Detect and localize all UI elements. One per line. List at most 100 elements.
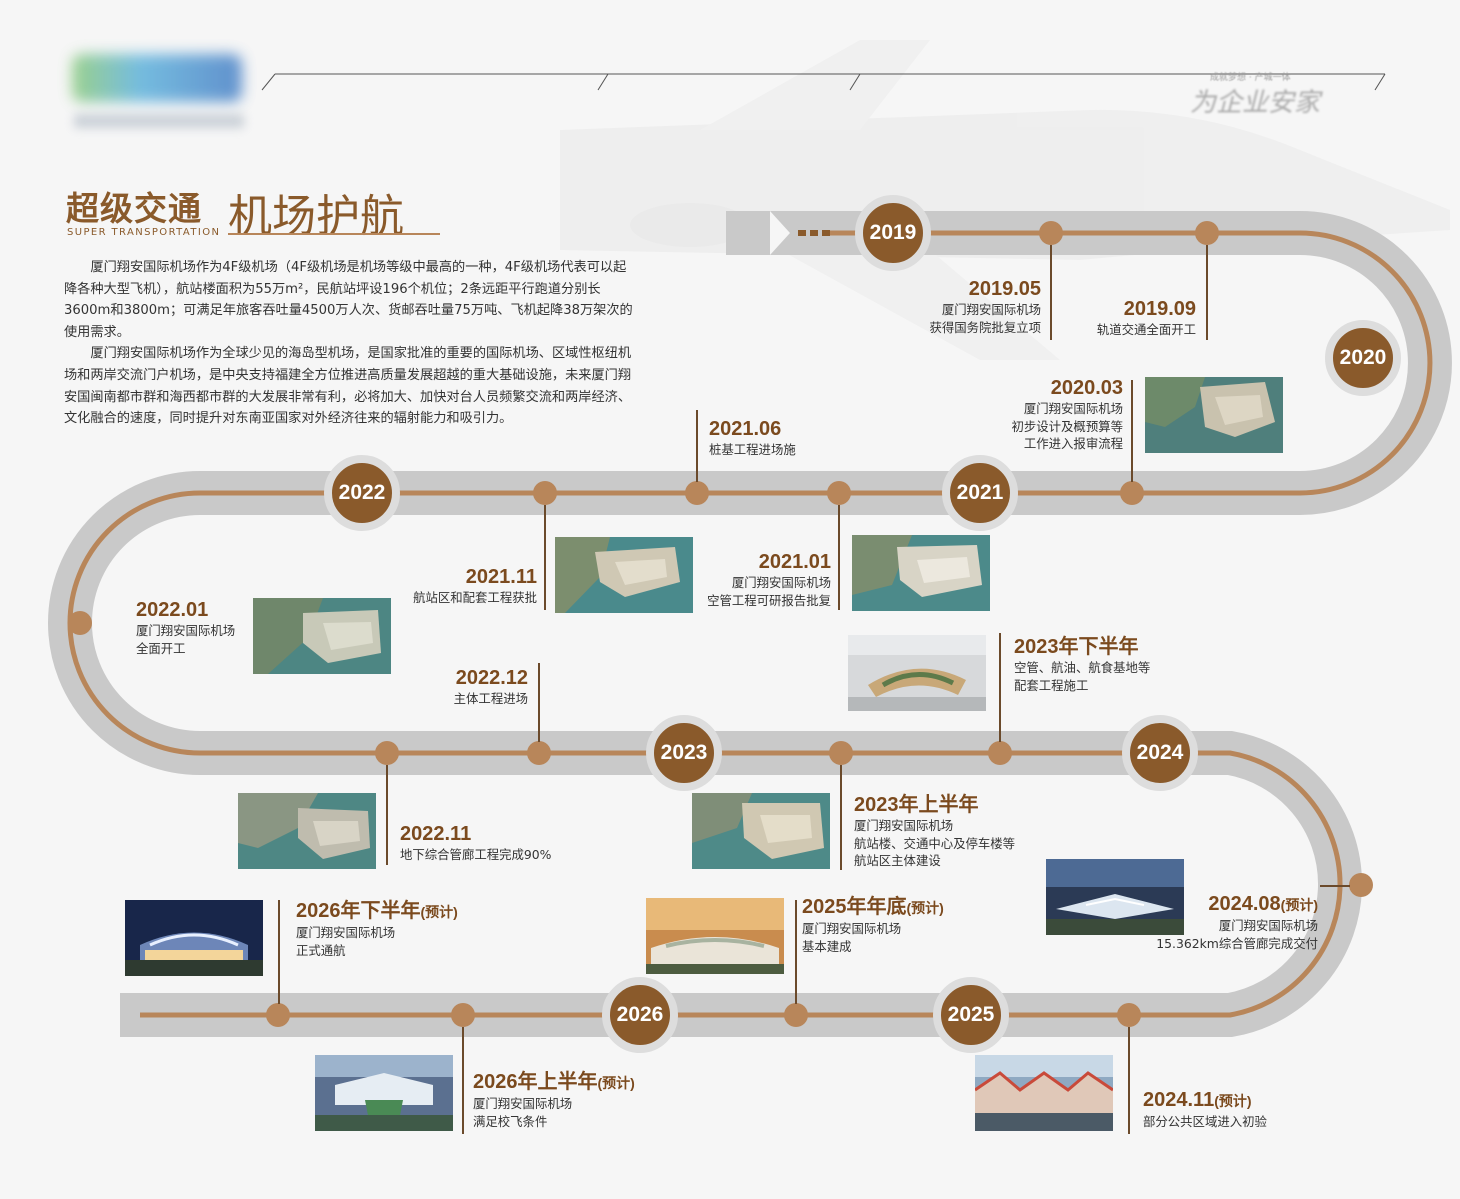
aerial-photo xyxy=(692,793,830,869)
event-2021-01: 2021.01 厦门翔安国际机场 空管工程可研报告批复 xyxy=(690,550,831,609)
event-text: 轨道交通全面开工 xyxy=(1096,322,1196,337)
event-date: 2024.08 xyxy=(1208,893,1281,915)
terminal-render xyxy=(848,635,986,711)
timeline-dot xyxy=(829,741,853,765)
event-text: 满足校飞条件 xyxy=(473,1113,548,1129)
event-text: 基本建成 xyxy=(802,938,852,954)
intro-text: 厦门翔安国际机场作为4F级机场（4F级机场是机场等级中最高的一种，4F级机场代表… xyxy=(64,257,639,430)
connector-line xyxy=(386,765,388,865)
event-date: 2019.09 xyxy=(1123,298,1196,320)
timeline-dot xyxy=(1120,481,1144,505)
event-text: 全面开工 xyxy=(136,640,186,656)
aerial-photo xyxy=(238,793,376,869)
event-2020-03: 2020.03 厦门翔安国际机场 初步设计及概预算等 工作进入报审流程 xyxy=(960,376,1123,453)
title-underline xyxy=(228,233,440,235)
year-2019: 2019 xyxy=(855,195,931,271)
event-text: 正式通航 xyxy=(296,942,346,958)
event-2021-11: 2021.11 航站区和配套工程获批 xyxy=(390,565,537,607)
year-2025: 2025 xyxy=(933,977,1009,1053)
event-date: 2023年上半年 xyxy=(854,794,979,816)
event-date: 2026年下半年 xyxy=(296,900,421,922)
event-date: 2022.12 xyxy=(455,667,528,689)
event-date: 2026年上半年 xyxy=(473,1071,598,1093)
event-2025-end: 2025年年底(预计) 厦门翔安国际机场 基本建成 xyxy=(802,895,944,955)
timeline-dot xyxy=(375,741,399,765)
event-date: 2022.01 xyxy=(136,599,209,621)
event-note: (预计) xyxy=(1214,1093,1252,1109)
event-text: 桩基工程进场施 xyxy=(709,442,796,457)
event-date: 2025年年底 xyxy=(802,896,907,918)
intro-paragraph-2: 厦门翔安国际机场作为全球少见的海岛型机场，是国家批准的重要的国际机场、区域性枢纽… xyxy=(64,346,632,427)
event-text: 配套工程施工 xyxy=(1014,677,1089,693)
connector-line xyxy=(544,505,546,610)
event-date: 2022.11 xyxy=(400,823,472,845)
timeline-dot xyxy=(533,481,557,505)
connector-line xyxy=(1131,380,1133,482)
event-note: (预计) xyxy=(597,1075,635,1091)
year-2021: 2021 xyxy=(942,455,1018,531)
event-2023-h1: 2023年上半年 厦门翔安国际机场 航站楼、交通中心及停车楼等 航站区主体建设 xyxy=(854,793,1015,870)
timeline-dot xyxy=(451,1003,475,1027)
timeline-dot xyxy=(266,1003,290,1027)
year-2020: 2020 xyxy=(1325,320,1401,396)
aerial-photo xyxy=(852,535,990,611)
connector-line xyxy=(999,633,1001,742)
connector-line xyxy=(462,1027,464,1134)
timeline-dot xyxy=(527,741,551,765)
terminal-render xyxy=(125,900,263,976)
event-note: (预计) xyxy=(420,904,458,920)
event-date: 2021.06 xyxy=(709,418,782,440)
event-2026-h1: 2026年上半年(预计) 厦门翔安国际机场 满足校飞条件 xyxy=(473,1070,635,1130)
event-2019-05: 2019.05 厦门翔安国际机场 获得国务院批复立项 xyxy=(900,277,1041,336)
event-2023-h2: 2023年下半年 空管、航油、航食基地等 配套工程施工 xyxy=(1014,635,1150,694)
event-note: (预计) xyxy=(1280,897,1318,913)
aerial-photo xyxy=(555,537,693,613)
connector-line xyxy=(1050,245,1052,340)
event-2022-12: 2022.12 主体工程进场 xyxy=(420,666,528,708)
connector-line xyxy=(1320,885,1350,887)
timeline-dot xyxy=(1195,221,1219,245)
year-2023: 2023 xyxy=(646,715,722,791)
event-text: 航站区和配套工程获批 xyxy=(413,590,537,605)
timeline-dot xyxy=(1117,1003,1141,1027)
terminal-render xyxy=(646,898,784,974)
intro-paragraph-1: 厦门翔安国际机场作为4F级机场（4F级机场是机场等级中最高的一种，4F级机场代表… xyxy=(64,260,633,340)
timeline-dot xyxy=(1039,221,1063,245)
year-2026: 2026 xyxy=(602,977,678,1053)
event-text: 部分公共区域进入初验 xyxy=(1143,1114,1267,1129)
title-english: SUPER TRANSPORTATION xyxy=(67,227,221,238)
year-2022: 2022 xyxy=(324,455,400,531)
event-2024-08: 2024.08(预计) 厦门翔安国际机场 15.362km综合管廊完成交付 xyxy=(1130,892,1318,952)
event-date: 2024.11 xyxy=(1143,1089,1215,1111)
connector-line xyxy=(696,410,698,482)
event-text: 厦门翔安国际机场 xyxy=(854,818,954,833)
event-date: 2023年下半年 xyxy=(1014,636,1139,658)
aerial-photo xyxy=(253,598,391,674)
event-date: 2019.05 xyxy=(968,278,1041,300)
timeline-dot xyxy=(827,481,851,505)
connector-line xyxy=(795,900,797,1004)
event-text: 厦门翔安国际机场 xyxy=(1023,401,1123,416)
year-2024: 2024 xyxy=(1122,715,1198,791)
event-text: 初步设计及概预算等 xyxy=(1011,418,1123,434)
road-arrow-icon xyxy=(770,211,790,255)
connector-line xyxy=(1128,1027,1130,1134)
event-2022-01: 2022.01 厦门翔安国际机场 全面开工 xyxy=(136,598,235,657)
connector-line xyxy=(840,765,842,870)
event-date: 2020.03 xyxy=(1050,377,1123,399)
connector-line xyxy=(538,663,540,742)
connector-line xyxy=(1206,245,1208,340)
event-text: 地下综合管廊工程完成90% xyxy=(400,847,552,862)
terminal-render xyxy=(1046,859,1184,935)
event-text: 航站区主体建设 xyxy=(854,853,941,868)
connector-line xyxy=(278,900,280,1004)
event-text: 工作进入报审流程 xyxy=(1023,436,1123,451)
page-title: 超级交通 xyxy=(66,189,202,228)
event-text: 获得国务院批复立项 xyxy=(929,319,1041,335)
terminal-render xyxy=(975,1055,1113,1131)
event-text: 厦门翔安国际机场 xyxy=(802,921,902,936)
event-text: 厦门翔安国际机场 xyxy=(941,302,1041,317)
event-2021-06: 2021.06 桩基工程进场施 xyxy=(709,417,796,459)
event-text: 厦门翔安国际机场 xyxy=(136,623,236,638)
